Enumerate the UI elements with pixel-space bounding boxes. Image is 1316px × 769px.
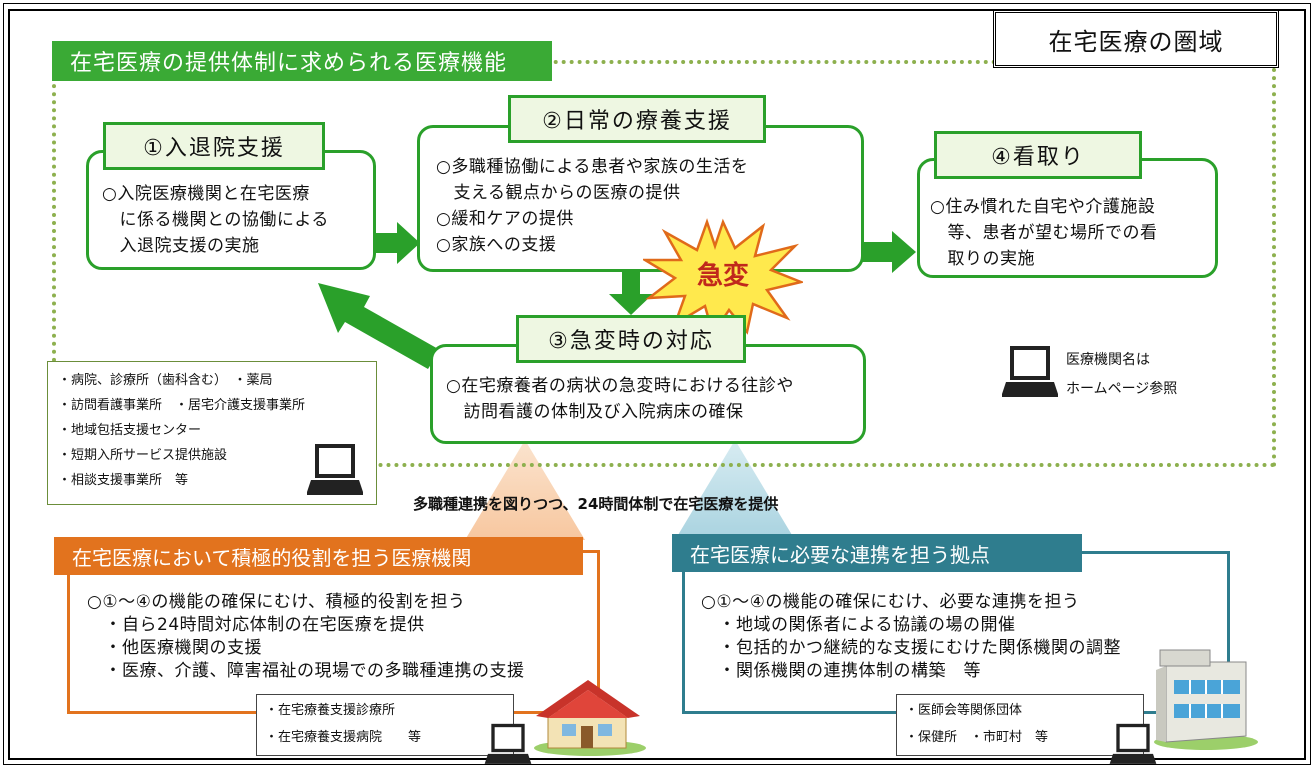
center-note: 多職種連携を図りつつ、24時間体制で在宅医療を提供 xyxy=(413,495,779,513)
list-item: ・保健所 ・市町村 等 xyxy=(905,730,1049,745)
homepage-note: 医療機関名は ホームページ参照 xyxy=(1066,346,1236,404)
text-line: ・自ら24時間対応体制の在宅医療を提供 xyxy=(87,615,425,635)
text-line: ○入院医療機関と在宅医療 xyxy=(102,184,310,204)
text-line: ○①～④の機能の確保にむけ、必要な連携を担う xyxy=(701,592,1080,612)
text-line: ○多職種協働による患者や家族の生活を xyxy=(436,157,749,177)
text-line: ○在宅療養者の病状の急変時における往診や xyxy=(446,376,794,396)
list-item: ・病院、診療所（歯科含む） ・薬局 xyxy=(58,373,273,388)
function-text-daily-care: ○多職種協働による患者や家族の生活を 支える観点からの医療の提供 ○緩和ケアの提… xyxy=(436,154,856,258)
text-line: 入退院支援の実施 xyxy=(102,236,260,256)
function-label-daily-care: ②日常の療養支援 xyxy=(508,95,766,143)
function-label-end-of-life: ④看取り xyxy=(934,131,1142,179)
computer-icon xyxy=(307,444,363,495)
list-item: ・在宅療養支援診療所 xyxy=(265,703,396,718)
blue-up-arrow xyxy=(675,440,795,540)
text-line: 等、患者が望む場所での看 xyxy=(930,223,1158,243)
text-line: 支える観点からの医療の提供 xyxy=(436,183,681,203)
coordination-hub-title: 在宅医療に必要な連携を担う拠点 xyxy=(672,534,1082,572)
note-line: 医療機関名は xyxy=(1066,352,1150,368)
list-item: ・医師会等関係団体 xyxy=(905,703,1023,718)
text-line: ・地域の関係者による協議の場の開催 xyxy=(701,615,1016,635)
region-title: 在宅医療の圏域 xyxy=(993,10,1279,68)
text-line: ○住み慣れた自宅や介護施設 xyxy=(930,197,1156,217)
list-item: ・訪問看護事業所 ・居宅介護支援事業所 xyxy=(58,398,306,413)
text-line: ・包括的かつ継続的な支援にむけた関係機関の調整 xyxy=(701,638,1121,658)
text-line: ・医療、介護、障害福祉の現場での多職種連携の支援 xyxy=(87,661,525,681)
note-line: ホームページ参照 xyxy=(1066,381,1178,397)
text-line: 訪問看護の体制及び入院病床の確保 xyxy=(446,402,744,422)
list-item: ・相談支援事業所 等 xyxy=(58,473,189,488)
text-line: ・関係機関の連携体制の構築 等 xyxy=(701,661,981,681)
coordination-hub-text: ○①～④の機能の確保にむけ、必要な連携を担う ・地域の関係者による協議の場の開催… xyxy=(701,591,1171,683)
orange-example-list: ・在宅療養支援診療所 ・在宅療養支援病院 等 xyxy=(256,694,514,756)
functions-banner: 在宅医療の提供体制に求められる医療機能 xyxy=(52,41,552,81)
burst-label: 急変 xyxy=(697,260,749,291)
list-item: ・在宅療養支援病院 等 xyxy=(265,730,422,745)
function-text-emergency: ○在宅療養者の病状の急変時における往診や 訪問看護の体制及び入院病床の確保 xyxy=(446,373,862,425)
function-label-admission: ①入退院支援 xyxy=(103,122,325,170)
text-line: 取りの実施 xyxy=(930,249,1035,269)
computer-icon xyxy=(1109,723,1157,764)
computer-icon xyxy=(484,723,532,764)
burst-icon: 急変 xyxy=(643,218,803,336)
upward-arrows-decor xyxy=(465,440,795,540)
function-text-end-of-life: ○住み慣れた自宅や介護施設 等、患者が望む場所での看 取りの実施 xyxy=(930,194,1214,272)
list-item: ・地域包括支援センター xyxy=(58,423,202,438)
inner-frame xyxy=(8,9,1306,760)
arrow-3-to-1 xyxy=(318,283,440,369)
arrow-2-to-3 xyxy=(609,262,653,315)
arrow-1-to-2 xyxy=(362,222,420,264)
text-line: ・他医療機関の支援 xyxy=(87,638,262,658)
function-label-emergency: ③急変時の対応 xyxy=(516,315,746,363)
building-icon xyxy=(1154,649,1258,750)
house-icon xyxy=(534,680,646,756)
orange-up-arrow xyxy=(465,440,585,540)
orange-institution-text: ○①～④の機能の確保にむけ、積極的役割を担う ・自ら24時間対応体制の在宅医療を… xyxy=(87,591,592,683)
coordination-example-list: ・医師会等関係団体 ・保健所 ・市町村 等 xyxy=(896,694,1144,756)
function-text-admission: ○入院医療機関と在宅医療 に係る機関との協働による 入退院支援の実施 xyxy=(102,181,372,259)
text-line: ○家族への支援 xyxy=(436,235,557,255)
functions-region xyxy=(52,60,1276,467)
arrow-2-to-4 xyxy=(862,231,916,273)
text-line: ○①～④の機能の確保にむけ、積極的役割を担う xyxy=(87,592,466,612)
orange-institution-title: 在宅医療において積極的役割を担う医療機関 xyxy=(54,537,583,575)
text-line: ○緩和ケアの提供 xyxy=(436,209,574,229)
outer-frame xyxy=(3,3,1311,765)
computer-icon xyxy=(1002,346,1058,397)
list-item: ・短期入所サービス提供施設 xyxy=(58,448,228,463)
text-line: に係る機関との協働による xyxy=(102,210,329,230)
